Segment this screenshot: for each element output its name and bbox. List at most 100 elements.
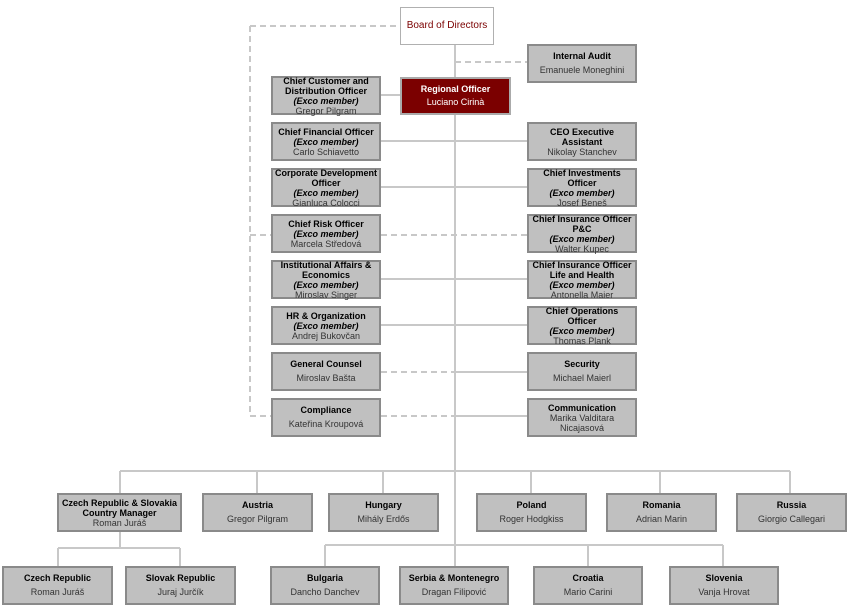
person-name: Gregor Pilgram — [226, 514, 289, 524]
person-name: Dragan Filipović — [421, 587, 487, 597]
regional-officer-box[interactable]: Regional Officer Luciano Cirinà — [400, 77, 511, 115]
person-name: Roger Hodgkiss — [499, 514, 564, 524]
person-name: Mihály Erdős — [357, 514, 410, 524]
person-name: Gianluca Colocci — [292, 197, 360, 208]
person-name: Roman Juráš — [30, 587, 85, 597]
person-name: Thomas Plank — [553, 335, 611, 346]
role-title: Serbia & Montenegro — [408, 573, 500, 583]
person-name: Miroslav Bašta — [296, 373, 356, 383]
org-box-chief-operations-officer[interactable]: Chief Operations Officer(Exco member)Tho… — [527, 305, 637, 346]
internal-audit-title: Internal Audit — [553, 51, 611, 61]
person-name: Dancho Danchev — [290, 587, 360, 597]
person-name: Juraj Jurčík — [157, 587, 204, 597]
role-title: Compliance — [300, 405, 352, 415]
exco-label: (Exco member) — [549, 325, 615, 336]
board-title: Board of Directors — [406, 20, 488, 31]
exco-label: (Exco member) — [549, 187, 615, 198]
exco-label: (Exco member) — [293, 228, 359, 239]
person-name: Adrian Marin — [635, 514, 688, 524]
exco-label: (Exco member) — [293, 187, 359, 198]
role-title: Romania — [642, 500, 681, 510]
person-name: Andrej Bukovčan — [291, 330, 361, 341]
org-box-hr-organization[interactable]: HR & Organization(Exco member)Andrej Buk… — [271, 306, 381, 345]
person-name: Kateřina Kroupová — [288, 419, 364, 429]
role-title: Chief Insurance Officer Life and Health — [532, 259, 632, 280]
person-name: Gregor Pilgram — [295, 105, 357, 116]
person-name: Giorgio Callegari — [757, 514, 826, 524]
internal-audit-name: Emanuele Moneghini — [539, 65, 625, 75]
person-name: Nikolay Stanchev — [547, 147, 617, 157]
person-name: Mario Carini — [563, 587, 613, 597]
org-box-chief-financial-officer[interactable]: Chief Financial Officer(Exco member)Carl… — [271, 122, 381, 161]
role-title: General Counsel — [290, 359, 362, 369]
role-title: Communication — [547, 403, 616, 413]
person-name: Marika Valditara Nicajasová — [549, 413, 615, 433]
role-title: Chief Customer and Distribution Officer — [283, 75, 369, 96]
role-title: Poland — [516, 500, 547, 510]
role-title: Slovak Republic — [145, 573, 216, 583]
exco-label: (Exco member) — [293, 320, 359, 331]
org-box-chief-customer-and-distribution-officer[interactable]: Chief Customer and Distribution Officer(… — [271, 75, 381, 116]
role-title: HR & Organization — [286, 310, 366, 321]
exco-label: (Exco member) — [549, 279, 615, 290]
person-name: Josef Beneš — [557, 197, 607, 208]
role-title: Czech Republic & Slovakia Country Manage… — [61, 498, 178, 518]
role-title: Chief Operations Officer — [545, 305, 619, 326]
org-box-chief-risk-officer[interactable]: Chief Risk Officer(Exco member)Marcela S… — [271, 214, 381, 253]
regional-name: Luciano Cirinà — [426, 97, 485, 108]
role-title: Security — [564, 359, 600, 369]
role-title: Croatia — [572, 573, 604, 583]
exco-label: (Exco member) — [549, 233, 615, 244]
role-title: Austria — [241, 500, 273, 510]
person-name: Roman Juráš — [92, 518, 147, 528]
person-name: Walter Kupec — [555, 243, 609, 254]
role-title: Chief Investments Officer — [543, 167, 621, 188]
exco-label: (Exco member) — [293, 279, 359, 290]
org-box-chief-investments-officer[interactable]: Chief Investments Officer(Exco member)Jo… — [527, 167, 637, 208]
person-name: Miroslav Singer — [294, 289, 358, 300]
role-title: Chief Financial Officer — [278, 126, 374, 137]
role-title: Slovenia — [705, 573, 743, 583]
role-title: Chief Risk Officer — [288, 218, 364, 229]
exco-label: (Exco member) — [293, 136, 359, 147]
exco-label: (Exco member) — [293, 95, 359, 106]
role-title: Hungary — [365, 500, 402, 510]
org-box-chief-insurance-officer-life-and-health[interactable]: Chief Insurance Officer Life and Health(… — [527, 259, 637, 300]
person-name: Vanja Hrovat — [698, 587, 750, 597]
role-title: Corporate Development Officer — [274, 167, 378, 188]
role-title: Bulgaria — [306, 573, 343, 583]
org-box-chief-insurance-officer-p-c[interactable]: Chief Insurance Officer P&C(Exco member)… — [527, 213, 637, 254]
person-name: Antonella Maier — [550, 289, 614, 300]
board-of-directors-box[interactable]: Board of Directors — [400, 7, 494, 45]
role-title: Russia — [776, 500, 807, 510]
role-title: Czech Republic — [23, 573, 91, 583]
org-box-czech-republic-slovakia-country-manager[interactable]: Czech Republic & Slovakia Country Manage… — [57, 493, 182, 532]
role-title: Chief Insurance Officer P&C — [532, 213, 632, 234]
role-title: Institutional Affairs & Economics — [280, 259, 372, 280]
regional-title: Regional Officer — [420, 83, 491, 94]
role-title: CEO Executive Assistant — [549, 127, 615, 147]
person-name: Marcela Středová — [290, 238, 362, 249]
person-name: Michael Maierl — [552, 373, 612, 383]
person-name: Carlo Schiavetto — [292, 146, 360, 157]
org-box-institutional-affairs-economics[interactable]: Institutional Affairs & Economics(Exco m… — [271, 259, 381, 300]
org-box-corporate-development-officer[interactable]: Corporate Development Officer(Exco membe… — [271, 167, 381, 208]
internal-audit-box[interactable]: Internal Audit Emanuele Moneghini — [527, 44, 637, 83]
